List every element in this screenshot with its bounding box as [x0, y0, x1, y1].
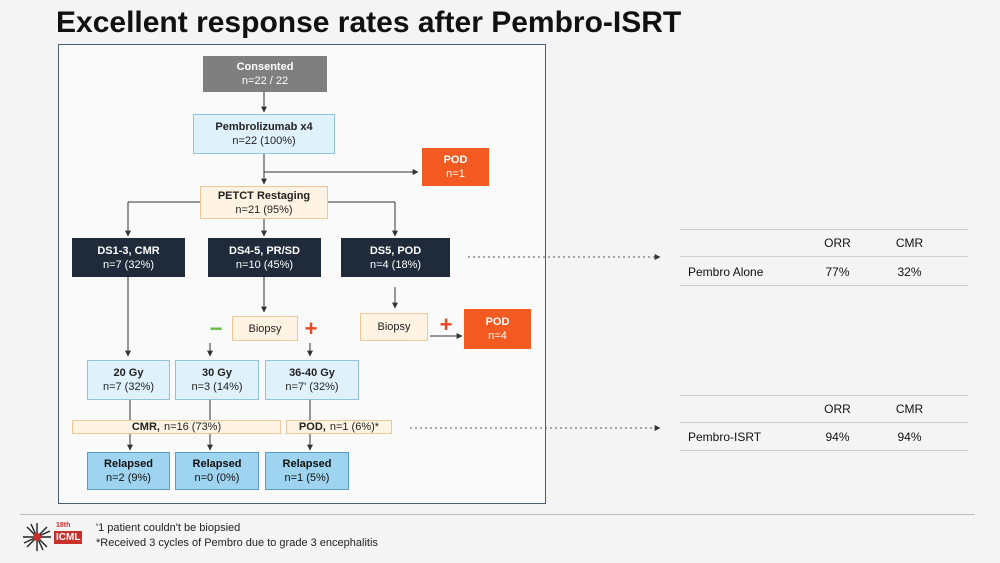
36-40gy-value: n=7' (32%) [285, 381, 339, 393]
30gy-label: 30 Gy [202, 367, 232, 379]
ds45-label: DS4-5, PR/SD [229, 244, 300, 257]
table-alone-mid-rule [680, 256, 968, 257]
cmr-bar-label: CMR, [131, 421, 160, 433]
footer-divider [20, 514, 975, 515]
ds5-value: n=4 (18%) [369, 258, 422, 271]
pembrolizumab-box: Pembrolizumab x4 n=22 (100%) [193, 114, 335, 154]
table-alone-orr-header: ORR [824, 236, 851, 250]
30gy-value: n=3 (14%) [191, 381, 243, 393]
table-isrt-mid-rule [680, 422, 968, 423]
table-alone-cmr-header: CMR [895, 236, 924, 250]
ds5-label: DS5, POD [369, 244, 422, 257]
plus-sign-mid: + [304, 316, 318, 341]
20gy-box: 20 Gy n=7 (32%) [87, 360, 170, 400]
pembrolizumab-label: Pembrolizumab x4 [215, 121, 313, 133]
consented-value: n=22 / 22 [241, 75, 289, 87]
table-isrt-orr-value: 94% [825, 430, 850, 444]
relapsed-1-label: Relapsed [104, 458, 153, 470]
logo-name: ICML [54, 531, 83, 544]
table-isrt-top-rule [680, 395, 968, 396]
relapsed-2-label: Relapsed [192, 458, 242, 470]
pod-top-label: POD [443, 154, 468, 166]
pod-top-value: n=1 [446, 168, 465, 180]
30gy-box: 30 Gy n=3 (14%) [175, 360, 259, 400]
20gy-value: n=7 (32%) [102, 381, 155, 393]
icml-logo: 18th ICML [20, 520, 83, 554]
cmr-summary-bar: CMR, n=16 (73%) [72, 420, 281, 434]
table-alone-cmr-value: 32% [897, 265, 922, 279]
consented-box: Consented n=22 / 22 [203, 56, 327, 92]
pod-bar-label: POD, [298, 421, 326, 433]
cmr-bar-value: n=16 (73%) [163, 421, 222, 433]
pod-bar-value: n=1 (6%)* [329, 421, 380, 433]
biopsy-right-label: Biopsy [377, 321, 411, 333]
slide-title: Excellent response rates after Pembro-IS… [56, 6, 682, 39]
biopsy-mid-box: Biopsy [232, 316, 298, 341]
pod-summary-bar: POD, n=1 (6%)* [286, 420, 392, 434]
ds13-cmr-box: DS1-3, CMR n=7 (32%) [72, 238, 185, 277]
petct-label: PETCT Restaging [217, 189, 311, 202]
pod-right-box: POD n=4 [464, 309, 531, 349]
36-40gy-label: 36-40 Gy [289, 367, 335, 379]
logo-edition: 18th [56, 522, 71, 529]
biopsy-mid-label: Biopsy [248, 322, 282, 335]
pod-right-value: n=4 [488, 330, 507, 342]
relapsed-30gy-box: Relapsed n=0 (0%) [175, 452, 259, 490]
relapsed-20gy-box: Relapsed n=2 (9%) [87, 452, 170, 490]
consented-label: Consented [236, 61, 294, 73]
biopsy-right-box: Biopsy [360, 313, 428, 341]
relapsed-2-value: n=0 (0%) [194, 472, 240, 484]
table-alone-row-label: Pembro Alone [688, 265, 764, 279]
petct-value: n=21 (95%) [235, 203, 293, 216]
footnote-1: '1 patient couldn't be biopsied [96, 522, 241, 534]
ds13-value: n=7 (32%) [102, 258, 155, 271]
36-40gy-box: 36-40 Gy n=7' (32%) [265, 360, 359, 400]
relapsed-3-value: n=1 (5%) [284, 472, 330, 484]
pembrolizumab-value: n=22 (100%) [232, 135, 296, 147]
footnote-2: *Received 3 cycles of Pembro due to grad… [96, 537, 378, 549]
ds13-label: DS1-3, CMR [97, 244, 160, 257]
table-alone-bottom-rule [680, 285, 968, 286]
20gy-label: 20 Gy [113, 367, 144, 379]
ds45-pr-sd-box: DS4-5, PR/SD n=10 (45%) [208, 238, 321, 277]
relapsed-36-40gy-box: Relapsed n=1 (5%) [265, 452, 349, 490]
table-isrt-row-label: Pembro-ISRT [688, 430, 762, 444]
pod-top-box: POD n=1 [422, 148, 489, 186]
table-isrt-bottom-rule [680, 450, 968, 451]
table-isrt-orr-header: ORR [824, 402, 851, 416]
table-alone-orr-value: 77% [825, 265, 850, 279]
table-isrt-cmr-header: CMR [895, 402, 924, 416]
table-isrt-cmr-value: 94% [897, 430, 922, 444]
table-alone-top-rule [680, 229, 968, 230]
ds5-pod-box: DS5, POD n=4 (18%) [341, 238, 450, 277]
ds45-value: n=10 (45%) [235, 258, 294, 271]
petct-restaging-box: PETCT Restaging n=21 (95%) [200, 186, 328, 219]
plus-sign-right: + [439, 312, 453, 337]
minus-sign: − [209, 316, 223, 341]
relapsed-3-label: Relapsed [282, 458, 332, 470]
relapsed-1-value: n=2 (9%) [106, 472, 151, 484]
pod-right-label: POD [485, 316, 510, 328]
logo-star-icon [23, 523, 51, 551]
